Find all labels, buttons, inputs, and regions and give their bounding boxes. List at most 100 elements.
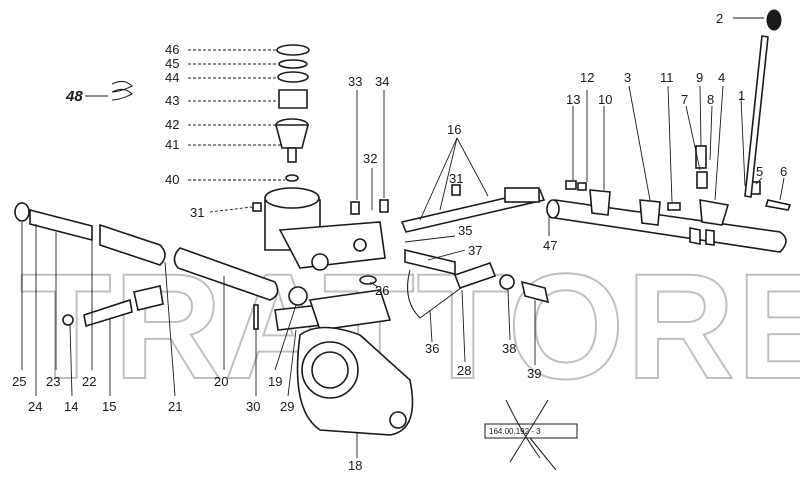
piston-stem: [287, 147, 297, 163]
union-16: [504, 187, 540, 203]
callout-43: 43: [165, 93, 179, 108]
ring-46: [276, 44, 310, 56]
lever-knob: [766, 9, 782, 31]
screw-6: [764, 199, 792, 211]
cylinder-21: [99, 223, 166, 266]
leader-7: [685, 105, 701, 171]
lever-3: [639, 199, 661, 226]
callout-39: 39: [527, 366, 541, 381]
leader-29: [287, 329, 297, 397]
housing-lug: [389, 411, 407, 429]
leader-9: [699, 85, 702, 147]
leader-19: [274, 304, 297, 371]
banjo-39: [520, 280, 550, 304]
leader-35: [404, 235, 456, 243]
housing-top-plate: [308, 289, 392, 331]
flange-hole: [311, 253, 329, 271]
leader-38: [507, 289, 511, 341]
callout-6: 6: [780, 164, 787, 179]
callout-40: 40: [165, 172, 179, 187]
callout-1: 1: [738, 88, 745, 103]
oring-40: [285, 174, 299, 182]
reference-box: [484, 423, 578, 439]
shaft-ring: [689, 227, 701, 245]
valve-body: [252, 184, 461, 271]
callout-3: 3: [624, 70, 631, 85]
screw-33: [350, 201, 360, 215]
callout-42: 42: [165, 117, 179, 132]
leader-8: [709, 105, 713, 161]
callout-5: 5: [756, 164, 763, 179]
cylinder-20: [173, 247, 279, 301]
spring-24: [29, 208, 93, 242]
callout-41: 41: [165, 137, 179, 152]
callout-10: 10: [598, 92, 612, 107]
callout-4: 4: [718, 70, 725, 85]
callout-8: 8: [707, 92, 714, 107]
callout-37: 37: [468, 243, 482, 258]
callout-47: 47: [543, 238, 557, 253]
pin-30: [253, 304, 259, 330]
screw-37: [404, 248, 456, 276]
callout-13: 13: [566, 92, 580, 107]
lever-10: [589, 189, 611, 216]
callout-20: 20: [214, 374, 228, 389]
body-flange: [278, 221, 386, 269]
bush-15: [133, 285, 164, 311]
callout-24: 24: [28, 399, 42, 414]
plug-31b: [451, 184, 461, 196]
piston-stack: [274, 44, 310, 182]
ring-44: [277, 71, 309, 83]
control-lever: [744, 9, 782, 198]
leader-lines: [21, 17, 785, 458]
leader-11: [667, 85, 673, 203]
callout-38: 38: [502, 341, 516, 356]
leader-36: [429, 309, 433, 343]
callout-33: 33: [348, 74, 362, 89]
leader-3: [628, 85, 651, 201]
callout-28: 28: [457, 363, 471, 378]
leader-14: [69, 324, 73, 397]
leader-1: [740, 97, 746, 187]
reference-code: 164.00.192 - 3: [489, 427, 541, 436]
cylinder-assembly: [14, 202, 323, 331]
callout-31b: 31: [449, 171, 463, 186]
plug-31: [252, 202, 262, 212]
callout-46: 46: [165, 42, 179, 57]
callout-45: 45: [165, 56, 179, 71]
callout-14: 14: [64, 399, 78, 414]
reference-scribble: [505, 399, 557, 471]
ring-25: [14, 202, 30, 222]
piston-41: [274, 124, 310, 149]
screw-34: [379, 199, 389, 213]
bolt-11: [667, 202, 681, 211]
bore-top: [264, 187, 320, 209]
washer-14: [62, 314, 74, 326]
callout-12: 12: [580, 70, 594, 85]
leader-21: [164, 261, 176, 397]
washer-12: [577, 182, 587, 191]
leader-28: [461, 289, 466, 363]
leader-16c: [456, 137, 489, 197]
leader-37: [427, 249, 466, 261]
callout-7: 7: [681, 92, 688, 107]
leader-6: [779, 177, 785, 201]
callout-18: 18: [348, 458, 362, 473]
callout-36: 36: [425, 341, 439, 356]
ring-45: [278, 59, 308, 69]
lever-4: [699, 199, 730, 226]
nut-13: [565, 180, 577, 190]
leader-26: [369, 281, 379, 288]
callout-11: 11: [660, 70, 674, 85]
hose-36: [407, 269, 466, 319]
callout-21: 21: [168, 399, 182, 414]
spring-48-coils: [111, 80, 133, 101]
lever-rod: [744, 35, 769, 198]
leader-5: [755, 177, 763, 185]
callout-35: 35: [458, 223, 472, 238]
callouts: 2 1 12 13 10 3 11 7 9 8 4 5 6 47 46 45 4…: [12, 11, 787, 473]
callout-31a: 31: [190, 205, 204, 220]
housing-bore-inner: [311, 351, 349, 389]
